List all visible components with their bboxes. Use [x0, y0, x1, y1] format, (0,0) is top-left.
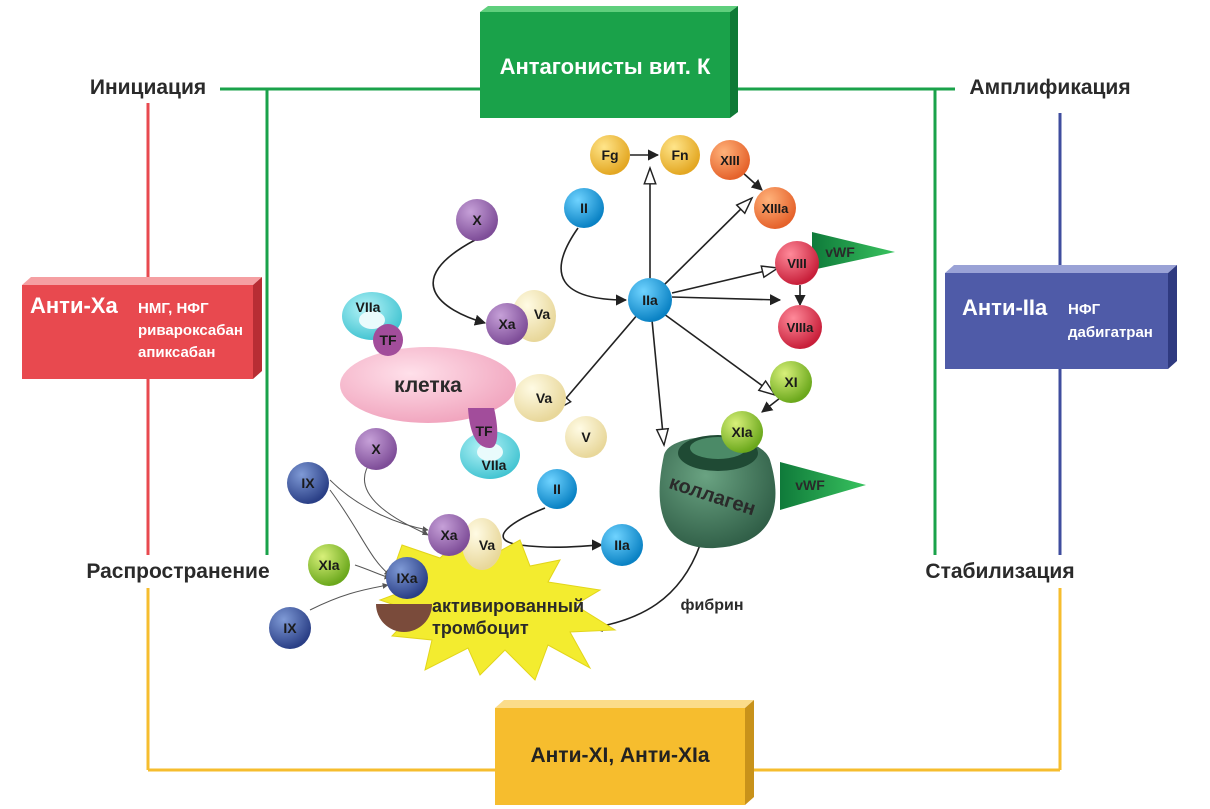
- factor-va-top-label: Va: [534, 306, 551, 322]
- node-ii-bottom: II: [537, 469, 577, 509]
- factor-ix-bottom-label: IX: [283, 620, 297, 636]
- phase-stabilization: Стабилизация: [925, 560, 1074, 583]
- antiiia-title: Анти-IIa: [962, 295, 1048, 320]
- vwf-cone-top: vWF: [812, 232, 895, 270]
- node-xa-top: Xa: [486, 303, 528, 345]
- node-ix-top: IX: [287, 462, 329, 504]
- factor-ii-bottom-label: II: [553, 481, 561, 497]
- node-xi: XI: [770, 361, 812, 403]
- node-ii-top: II: [564, 188, 604, 228]
- factor-viia-bottom: VIIa: [482, 457, 507, 473]
- factor-viiia-label: VIIIa: [787, 320, 815, 335]
- node-va-mid: Va: [514, 374, 566, 422]
- antixa-line-1: НМГ, НФГ: [138, 300, 209, 317]
- factor-x-bottom-label: X: [371, 441, 381, 457]
- antixa-line-3: апиксабан: [138, 344, 215, 361]
- antixa-line-2: ривароксабан: [138, 322, 243, 339]
- node-iia-center: IIa: [628, 278, 672, 322]
- factor-viii-label: VIII: [787, 256, 807, 271]
- box-anti-xi: Анти-XI, Анти-XIa: [495, 700, 754, 805]
- factor-ix-top-label: IX: [301, 475, 315, 491]
- phase-propagation: Распространение: [86, 560, 269, 583]
- box-anti-xa: Анти-Ха НМГ, НФГ ривароксабан апиксабан: [22, 277, 262, 379]
- complex-tf-viia-bottom: VIIa TF: [460, 408, 520, 479]
- factor-ii-top-label: II: [580, 200, 588, 216]
- arrows: [309, 149, 806, 632]
- factor-vwf-top: vWF: [825, 244, 855, 260]
- phase-amplification: Амплификация: [969, 76, 1130, 99]
- antiiia-line-1: НФГ: [1068, 301, 1101, 318]
- factor-fg-label: Fg: [601, 147, 618, 163]
- vwf-cone-bottom: vWF: [780, 462, 866, 510]
- antixi-title: Анти-XI, Анти-XIa: [530, 744, 709, 767]
- node-ixa: IXa: [376, 557, 432, 632]
- platelet-label-2: тромбоцит: [432, 618, 529, 638]
- cell-label: клетка: [394, 374, 462, 397]
- fibrin-label: фибрин: [681, 597, 744, 614]
- factor-vwf-bottom: vWF: [795, 477, 825, 493]
- node-viii: VIII: [775, 241, 819, 285]
- factor-iia-center-label: IIa: [642, 292, 658, 308]
- node-ix-bottom: IX: [269, 607, 311, 649]
- antiiia-line-2: дабигатран: [1068, 324, 1153, 341]
- node-fn: Fn: [660, 135, 700, 175]
- node-fg: Fg: [590, 135, 630, 175]
- factor-viia-top: VIIa: [356, 299, 381, 315]
- complex-viia-tf-top: VIIa TF: [342, 292, 403, 356]
- factor-xa-bottom-label: Xa: [440, 527, 457, 543]
- box-anti-iia: Анти-IIa НФГ дабигатран: [945, 265, 1177, 369]
- factor-xia-left-label: XIa: [318, 557, 339, 573]
- node-iia-bottom: IIa: [601, 524, 643, 566]
- factor-tf-bottom: TF: [475, 423, 493, 439]
- phase-initiation: Инициация: [90, 76, 206, 99]
- factor-nodes: Fg Fn XIII XIIIa II X IIa: [269, 135, 822, 649]
- factor-fn-label: Fn: [671, 147, 688, 163]
- platelet-label-1: активированный: [432, 596, 584, 616]
- box-vitamin-k-antagonists: Антагонисты вит. К: [480, 6, 738, 118]
- factor-x-top-label: X: [472, 212, 482, 228]
- node-va-bottom: Va: [462, 518, 502, 570]
- node-xa-bottom: Xa: [428, 514, 470, 556]
- node-x-top: X: [456, 199, 498, 241]
- factor-va-bottom-label: Va: [479, 537, 496, 553]
- node-viiia: VIIIa: [778, 305, 822, 349]
- factor-xi-label: XI: [784, 374, 797, 390]
- factor-v-label: V: [581, 429, 591, 445]
- factor-xia-right-label: XIa: [731, 424, 752, 440]
- vitk-title: Антагонисты вит. К: [500, 54, 711, 79]
- factor-xa-top-label: Xa: [498, 316, 515, 332]
- collagen: коллаген: [659, 435, 776, 549]
- node-xia-left: XIa: [308, 544, 350, 586]
- node-xiii: XIII: [710, 140, 750, 180]
- factor-xiiia-label: XIIIa: [762, 201, 790, 216]
- activated-platelet: активированный тромбоцит: [378, 529, 617, 681]
- node-x-bottom: X: [355, 428, 397, 470]
- node-xia-right: XIa: [721, 411, 763, 453]
- node-v: V: [565, 416, 607, 458]
- node-xiiia: XIIIa: [754, 187, 796, 229]
- antixa-title: Анти-Ха: [30, 293, 118, 318]
- factor-iia-bottom-label: IIa: [614, 537, 630, 553]
- factor-va-mid-label: Va: [536, 390, 553, 406]
- factor-ixa-label: IXa: [396, 570, 417, 586]
- factor-xiii-label: XIII: [720, 153, 740, 168]
- frame-lines: [146, 87, 1062, 772]
- cell: клетка: [340, 347, 516, 423]
- factor-tf-top: TF: [379, 332, 397, 348]
